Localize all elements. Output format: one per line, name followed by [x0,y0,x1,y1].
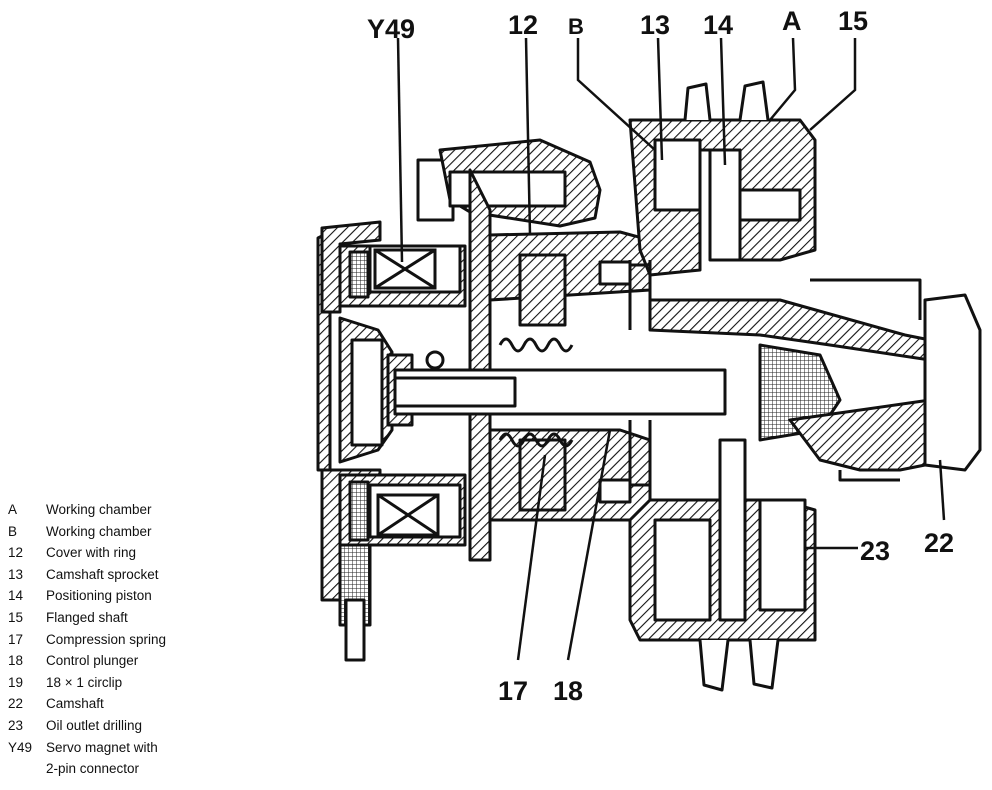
legend-key: 12 [8,545,24,561]
legend-item: 18 Control plunger [8,653,248,675]
legend-text: Servo magnet with [46,739,158,755]
legend-item: A Working chamber [8,502,248,524]
legend-key: Y49 [8,739,33,755]
callout-14: 14 [703,10,733,40]
callout-15: 15 [838,6,868,36]
callout-17: 17 [498,676,528,706]
legend-text: Control plunger [46,653,139,669]
legend-key: B [8,523,18,539]
housing-outline [316,80,982,692]
legend-item: 13 Camshaft sprocket [8,567,248,589]
callout-y49: Y49 [367,14,415,44]
callout-labels: Y49 12 B 13 14 A 15 22 23 17 18 [367,6,954,706]
legend-item: 14 Positioning piston [8,588,248,610]
legend-item: B Working chamber [8,524,248,546]
legend-key: 19 [8,674,24,690]
callout-18: 18 [553,676,583,706]
legend-text: Positioning piston [46,588,152,604]
legend-text: Camshaft sprocket [46,566,159,582]
legend-key: A [8,502,18,517]
legend-item: 23 Oil outlet drilling [8,718,248,740]
legend-text: Flanged shaft [46,609,128,625]
legend-item: 2-pin connector [8,761,248,783]
legend-key: 13 [8,566,24,582]
legend-item: 22 Camshaft [8,696,248,718]
legend-item: Y49 Servo magnet with [8,740,248,762]
legend-text: Cover with ring [46,545,137,561]
callout-b: B [568,14,584,39]
callout-13: 13 [640,10,670,40]
leader-lines [396,37,946,661]
legend-key: 18 [8,653,24,669]
legend-item: 12 Cover with ring [8,545,248,567]
legend-key: 23 [8,717,24,733]
legend-item: 19 18 × 1 circlip [8,675,248,697]
legend: A Working chamber B Working chamber 12 Cove… [8,502,248,783]
callout-23: 23 [860,536,890,566]
legend-key: 17 [8,631,24,647]
coil-symbols [373,248,440,537]
legend-text: Camshaft [46,696,104,712]
legend-item: 17 Compression spring [8,632,248,654]
legend-key: 22 [8,696,24,712]
legend-text: 18 × 1 circlip [46,674,123,690]
legend-text: Working chamber [46,523,152,539]
callout-22: 22 [924,528,954,558]
callout-12: 12 [508,10,538,40]
legend-item: 15 Flanged shaft [8,610,248,632]
legend-text: Compression spring [46,631,167,647]
legend-text: Working chamber [46,502,152,517]
legend-key: 14 [8,588,24,604]
legend-text: 2-pin connector [46,761,140,777]
callout-a: A [782,6,802,36]
legend-key: 15 [8,609,24,625]
legend-text: Oil outlet drilling [46,717,143,733]
